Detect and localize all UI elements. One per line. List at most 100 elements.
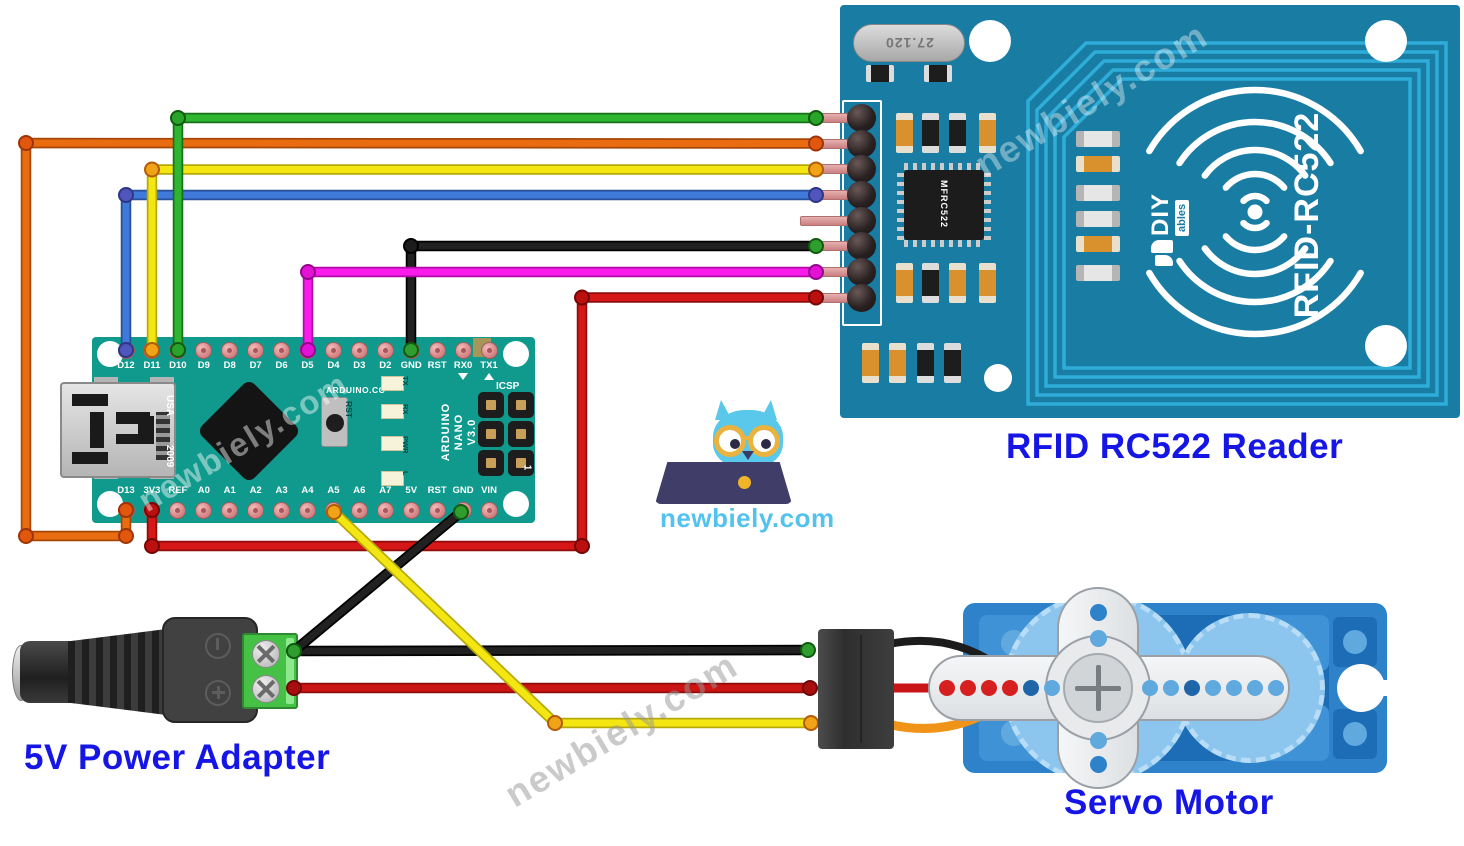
smd-component [1076, 131, 1120, 147]
pin-label: D12 [117, 360, 135, 371]
horn-hole [1247, 680, 1263, 696]
pin-label: A7 [379, 485, 392, 496]
pin-label: D6 [275, 360, 288, 371]
pin-label: D4 [327, 360, 340, 371]
icsp-pin [478, 392, 504, 418]
antenna-arcs-icon [1146, 86, 1364, 338]
antenna-coil-traces [1026, 41, 1448, 406]
pin-label: TX1 [480, 360, 498, 371]
mfrc522-chip: MFRC522 [897, 163, 991, 247]
tx1-arrow-icon [484, 373, 494, 380]
diyables-icon [1151, 240, 1177, 266]
wire-orange-d13-to-rfid-cap [118, 528, 134, 544]
pin-ref [169, 501, 187, 519]
header-pin [847, 104, 876, 132]
icsp-pin [508, 421, 534, 447]
pin-label: D3 [353, 360, 366, 371]
icsp-pin [478, 421, 504, 447]
horn-hole [1184, 680, 1200, 696]
owl-glasses-left [714, 425, 746, 457]
barrel-shaft [20, 641, 72, 703]
pin-a2 [247, 501, 265, 519]
smd-component [949, 113, 966, 153]
wire-green-d10-to-rfid-cap [170, 110, 186, 126]
pin-vin [480, 501, 498, 519]
wire-yellow-d11-to-rfid-cap [144, 161, 160, 178]
terminal-screw-bottom [252, 675, 280, 703]
horn-hole [1089, 603, 1107, 621]
pin-d5 [299, 341, 316, 359]
label-power-adapter: 5V Power Adapter [24, 738, 331, 777]
wire-yellow-d11-to-rfid [148, 166, 820, 354]
pin-d10 [169, 341, 187, 359]
horn-hole [1089, 755, 1107, 773]
wire-yellow-a5-to-servo-cap [803, 715, 819, 731]
pin-tx1 [480, 341, 498, 359]
header-pin [847, 257, 876, 286]
crystal-27120: 27.120 [853, 24, 965, 62]
wire-green-d10-to-rfid [174, 114, 820, 354]
wire-red-3v3-to-rfid-cap [144, 538, 160, 554]
wire-blue-d12-to-rfid-cap [118, 187, 134, 203]
smd-component [944, 343, 961, 383]
horn-hole [939, 680, 955, 696]
led-label: PWR [401, 436, 410, 454]
led-label: L [401, 471, 410, 476]
horn-hole [1205, 680, 1221, 696]
pin-gnd [402, 341, 420, 359]
smd-component [1076, 211, 1120, 227]
mounting-hole [1365, 325, 1407, 367]
terminal-screw-top [252, 640, 280, 668]
pin-label: D11 [143, 360, 161, 371]
mounting-hole [984, 364, 1012, 392]
silk-icsp: ICSP [496, 381, 520, 392]
pin-d3 [350, 341, 368, 359]
header-pin [847, 206, 876, 235]
watermark-bottom: newbiely.com [497, 644, 746, 816]
pin-label: RST [427, 360, 447, 371]
pin-label: A1 [223, 485, 236, 496]
pin-label: GND [400, 360, 422, 371]
servo-connector [818, 629, 894, 749]
plus-symbol [205, 680, 231, 706]
rx0-arrow-icon [458, 373, 468, 380]
owl-glasses-right [748, 425, 780, 457]
mounting-hole [503, 491, 529, 517]
mounting-hole [1365, 20, 1407, 62]
pin-label: D7 [249, 360, 262, 371]
horn-hole [1089, 629, 1107, 647]
pin-label: D5 [301, 360, 314, 371]
silk-rst: RST [344, 401, 354, 418]
silk-pin1: 1 [521, 464, 533, 471]
pin-a4 [299, 501, 316, 519]
wire-yellow-d11-to-rfid-edge [146, 164, 822, 356]
wire-yellow-a5-to-servo-cap [547, 715, 563, 731]
pin-label: RX0 [453, 360, 473, 371]
diy-text: DIY [1147, 192, 1174, 236]
brand-line: ARDUINO [440, 402, 452, 462]
horn-hole [1044, 680, 1060, 696]
pin-5v [402, 501, 420, 519]
horn-hole [1002, 680, 1018, 696]
pin-a7 [376, 501, 394, 519]
wire-orange-d13-to-rfid-cap [18, 135, 34, 151]
header-pin [847, 129, 876, 158]
wire-red-3v3-to-rfid-cap [574, 289, 590, 306]
pin-d12 [117, 341, 135, 359]
wire-blue-d12-to-rfid-edge [120, 189, 822, 356]
wire-green-d10-to-rfid-edge [172, 112, 822, 356]
label-servo-motor: Servo Motor [1064, 783, 1274, 822]
horn-hole [1089, 731, 1107, 749]
brand-line: NANO [453, 413, 465, 451]
horn-hole [981, 680, 997, 696]
wire-yellow-a5-to-servo-edge [328, 506, 817, 729]
owl-beak [742, 451, 754, 460]
pin-header-outline [842, 100, 882, 326]
smd-component [922, 263, 939, 303]
smd-component [889, 343, 906, 383]
pin-d9 [195, 341, 213, 359]
